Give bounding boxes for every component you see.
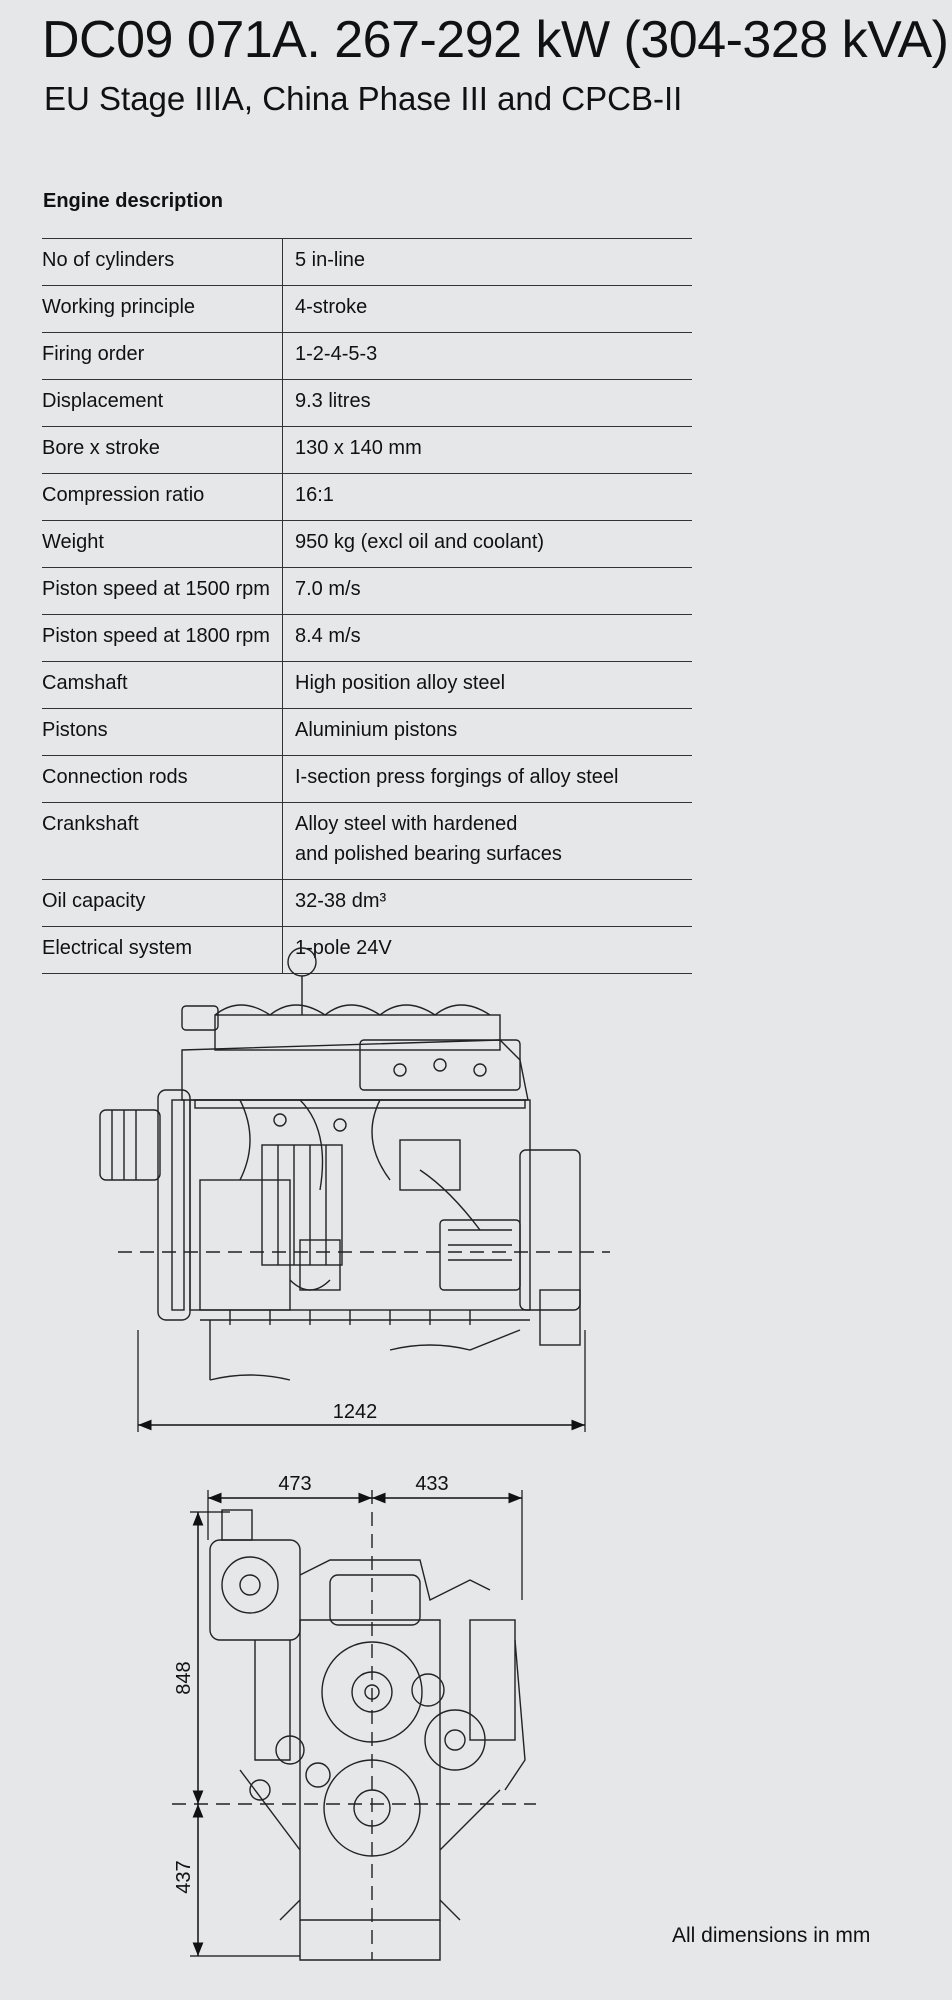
spec-value: 5 in-line (295, 249, 366, 271)
spec-value-cell: High position alloy steel (282, 661, 692, 709)
spec-value: 32-38 dm³ (295, 890, 387, 912)
spec-value-cell: 16:1 (282, 473, 692, 521)
width-dimensions: 473 433 (207, 1473, 523, 1600)
spec-value: 130 x 140 mm (295, 437, 422, 459)
spec-value: 9.3 litres (295, 390, 371, 412)
page-subtitle: EU Stage IIIA, China Phase III and CPCB-… (44, 80, 683, 117)
spec-row: Piston speed at 1800 rpm 8.4 m/s (42, 614, 692, 662)
spec-value-continuation: and polished bearing surfaces (295, 843, 562, 865)
height-dimensions: 848 437 (173, 1511, 300, 1957)
height-upper-label: 848 (173, 1661, 195, 1694)
spec-value: 950 kg (excl oil and coolant) (295, 531, 545, 553)
spec-row: Bore x stroke 130 x 140 mm (42, 426, 692, 474)
spec-label: Pistons (42, 708, 283, 756)
spec-value: Aluminium pistons (295, 719, 458, 741)
spec-value-cell: Aluminium pistons (282, 708, 692, 756)
width-right-label: 433 (415, 1473, 448, 1495)
spec-label: Piston speed at 1800 rpm (42, 614, 283, 662)
spec-row: Electrical system 1-pole 24V (42, 926, 692, 974)
spec-label: No of cylinders (42, 238, 283, 286)
length-dimension-label: 1242 (333, 1401, 378, 1423)
spec-value-cell: 1-pole 24V (282, 926, 692, 974)
spec-value-cell: 4-stroke (282, 285, 692, 333)
spec-label: Compression ratio (42, 473, 283, 521)
spec-row: Compression ratio 16:1 (42, 473, 692, 521)
spec-value-cell: 7.0 m/s (282, 567, 692, 615)
spec-value: 1-pole 24V (295, 937, 392, 959)
engine-side-view (99, 947, 610, 1381)
spec-value: I-section press forgings of alloy steel (295, 766, 619, 788)
spec-row: Piston speed at 1500 rpm 7.0 m/s (42, 567, 692, 615)
spec-row: Pistons Aluminium pistons (42, 708, 692, 756)
spec-value-cell: 1-2-4-5-3 (282, 332, 692, 380)
spec-label: Connection rods (42, 755, 283, 803)
spec-label: Piston speed at 1500 rpm (42, 567, 283, 615)
spec-value: 16:1 (295, 484, 334, 506)
engine-front-view (172, 1490, 536, 1961)
engine-description-heading: Engine description (43, 190, 224, 212)
spec-value-cell: 8.4 m/s (282, 614, 692, 662)
spec-value: 8.4 m/s (295, 625, 361, 647)
spec-label: Electrical system (42, 926, 283, 974)
spec-label: Displacement (42, 379, 283, 427)
spec-row: Connection rods I-section press forgings … (42, 755, 692, 803)
spec-value-cell: I-section press forgings of alloy steel (282, 755, 692, 803)
height-lower-label: 437 (173, 1860, 195, 1893)
spec-value: High position alloy steel (295, 672, 506, 694)
spec-label: Camshaft (42, 661, 283, 709)
width-left-label: 473 (278, 1473, 311, 1495)
spec-value-cell: 130 x 140 mm (282, 426, 692, 474)
spec-value-cell: 950 kg (excl oil and coolant) (282, 520, 692, 568)
spec-row: Working principle 4-stroke (42, 285, 692, 333)
spec-label: Bore x stroke (42, 426, 283, 474)
spec-value: 7.0 m/s (295, 578, 361, 600)
page-title: DC09 071A. 267-292 kW (304-328 kVA) (42, 11, 949, 69)
length-dimension: 1242 (137, 1330, 586, 1432)
spec-label: Working principle (42, 285, 283, 333)
spec-value-cell: Alloy steel with hardened and polished be… (282, 802, 692, 880)
spec-value: Alloy steel with hardened (295, 813, 518, 835)
dimensions-note: All dimensions in mm (672, 1924, 871, 1947)
spec-value: 4-stroke (295, 296, 368, 318)
spec-value: 1-2-4-5-3 (295, 343, 378, 365)
spec-row: Camshaft High position alloy steel (42, 661, 692, 709)
